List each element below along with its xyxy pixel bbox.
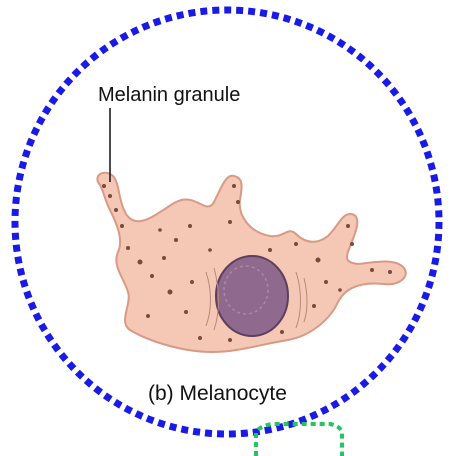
melanin-granule-label: Melanin granule [98, 84, 240, 106]
melanocyte-caption: (b) Melanocyte [148, 382, 287, 405]
nucleus [216, 256, 288, 336]
melanocyte-cell [97, 173, 405, 352]
